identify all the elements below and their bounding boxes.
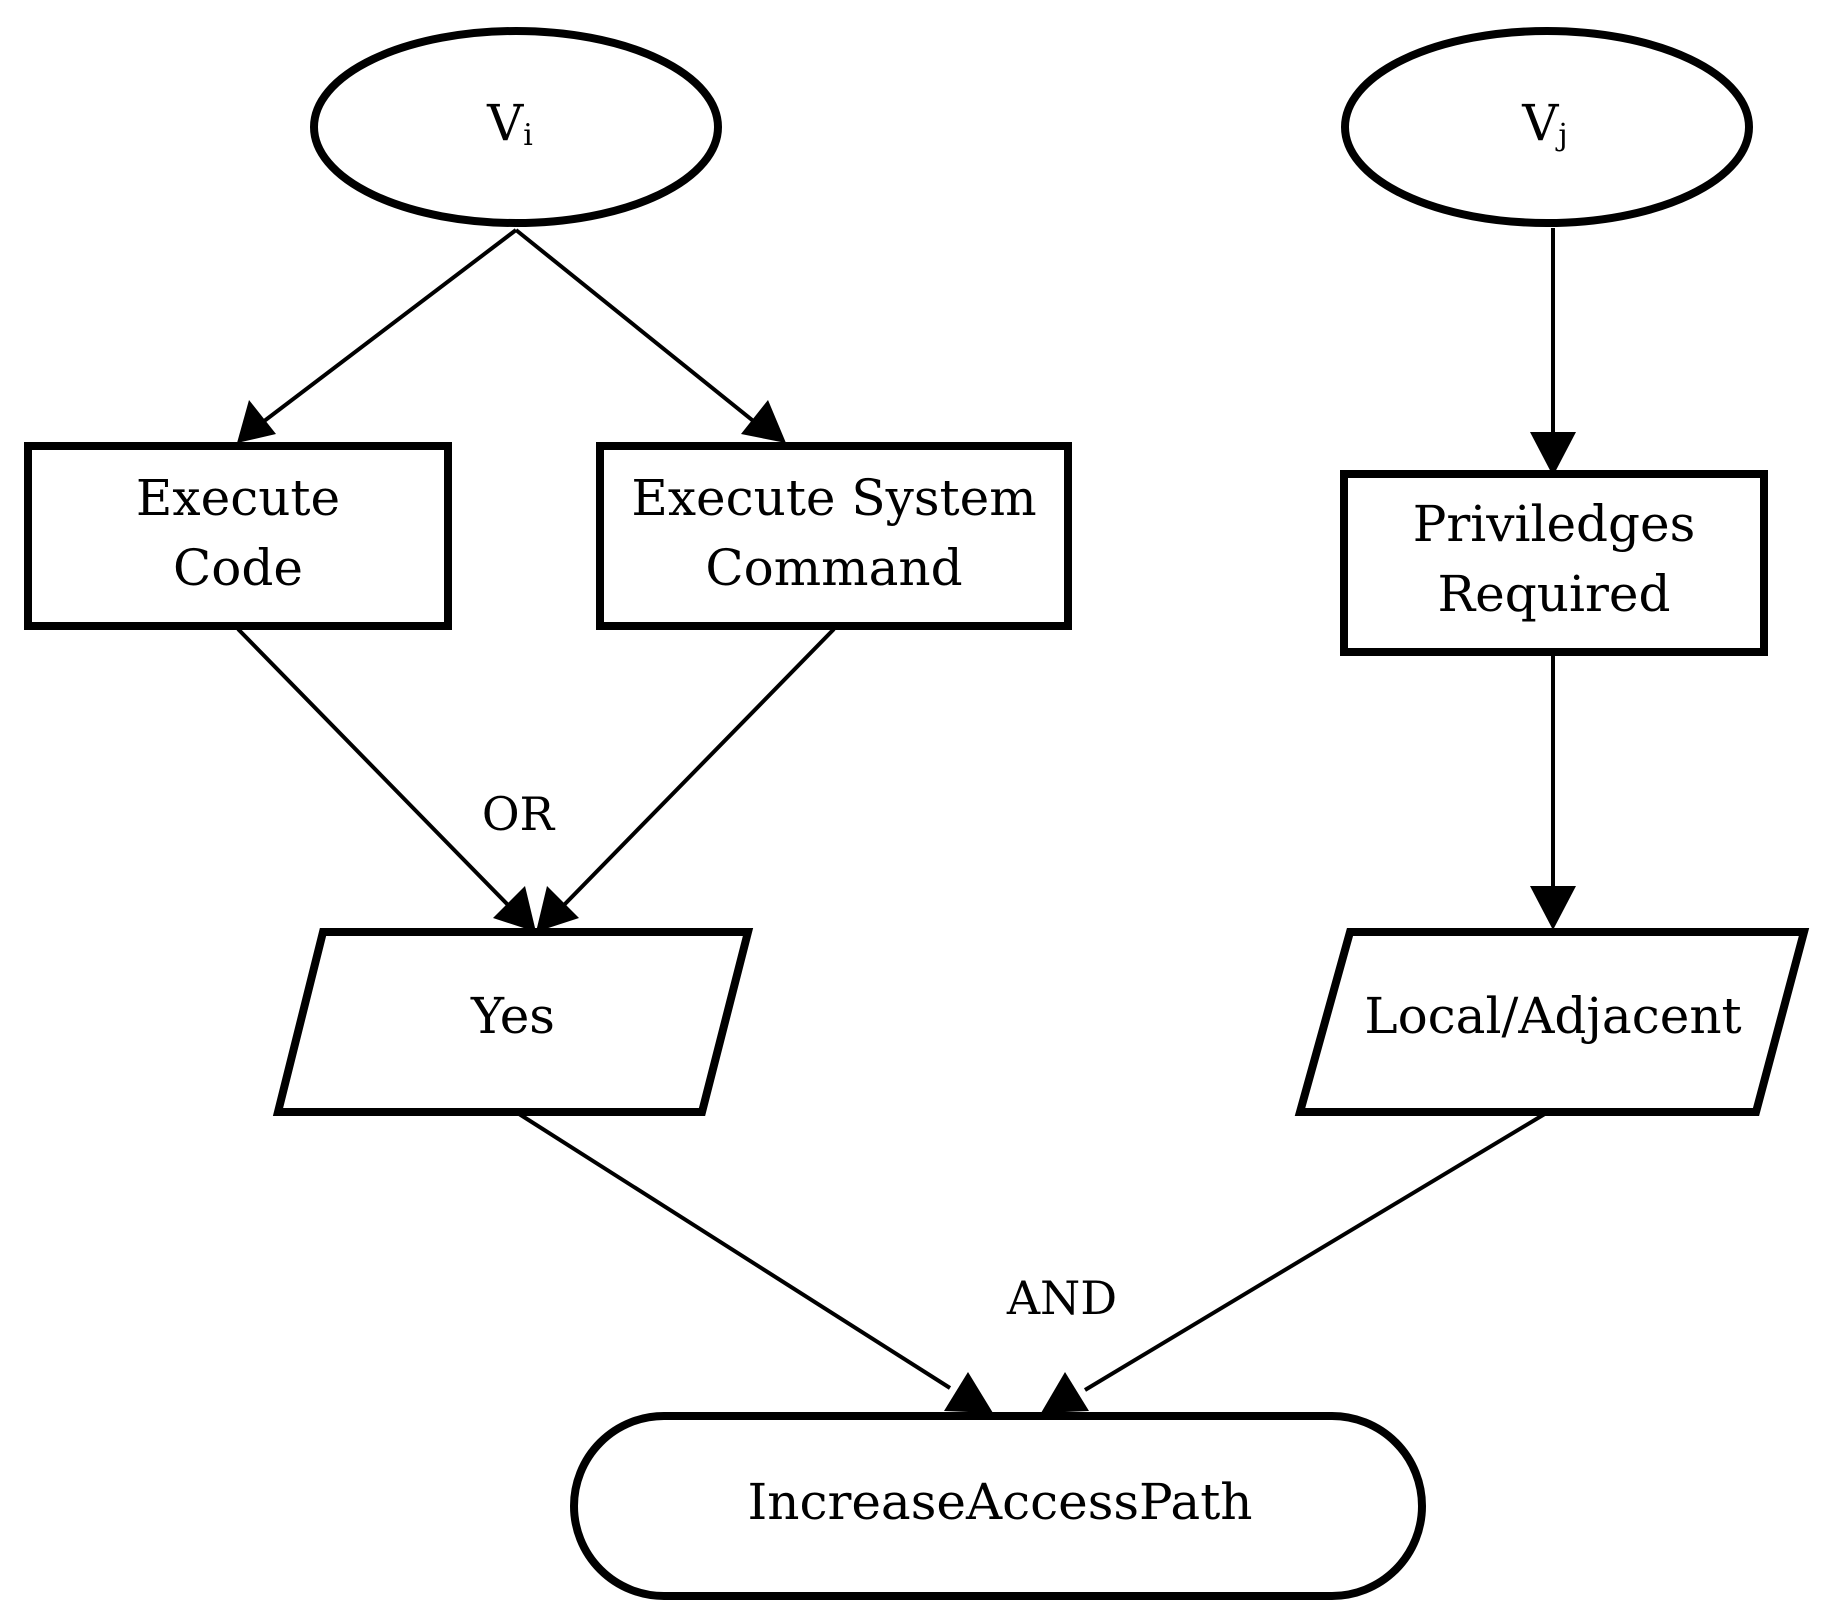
- node-local-adjacent-label: Local/Adjacent: [1364, 987, 1741, 1045]
- node-execute-system-command-line2: Command: [705, 539, 962, 597]
- edge-vi-to-execute-system-command: [514, 228, 786, 443]
- node-privileges-required-line2: Required: [1438, 565, 1671, 623]
- node-vi-subscript: i: [523, 118, 533, 153]
- node-execute-code-line2: Code: [173, 539, 303, 597]
- node-vj-label: Vj: [1521, 94, 1567, 153]
- node-vj: Vj: [1341, 27, 1753, 227]
- node-yes-label: Yes: [470, 987, 555, 1045]
- node-increase-access-path: IncreaseAccessPath: [570, 1412, 1426, 1600]
- node-vi: Vi: [310, 27, 722, 227]
- node-execute-system-command: Execute System Command: [596, 442, 1072, 630]
- node-vi-label: Vi: [486, 94, 533, 153]
- edges: [236, 228, 1576, 1413]
- edge-execute-system-command-to-yes: [536, 627, 836, 932]
- node-yes: Yes: [272, 928, 754, 1116]
- node-local-adjacent: Local/Adjacent: [1294, 928, 1810, 1116]
- node-vj-main: V: [1521, 94, 1559, 152]
- node-execute-code: Execute Code: [24, 442, 452, 630]
- node-privileges-required-line1: Priviledges: [1413, 495, 1696, 553]
- node-vi-main: V: [486, 94, 524, 152]
- node-execute-system-command-line1: Execute System: [631, 469, 1036, 527]
- edge-vj-to-privileges-required: [1530, 228, 1576, 476]
- edge-privileges-required-to-local-adjacent: [1530, 655, 1576, 930]
- node-privileges-required: Priviledges Required: [1340, 470, 1768, 656]
- edge-yes-to-increase-access-path: [514, 1110, 993, 1413]
- edge-execute-code-to-yes: [236, 627, 536, 932]
- and-gate-label: AND: [1006, 1271, 1117, 1325]
- node-vj-subscript: j: [1555, 118, 1567, 153]
- node-execute-code-line1: Execute: [136, 469, 340, 527]
- edge-local-adjacent-to-increase-access-path: [1041, 1110, 1550, 1413]
- or-gate-label: OR: [482, 787, 556, 841]
- edge-vi-to-execute-code: [237, 228, 518, 443]
- node-increase-access-path-label: IncreaseAccessPath: [747, 1473, 1252, 1531]
